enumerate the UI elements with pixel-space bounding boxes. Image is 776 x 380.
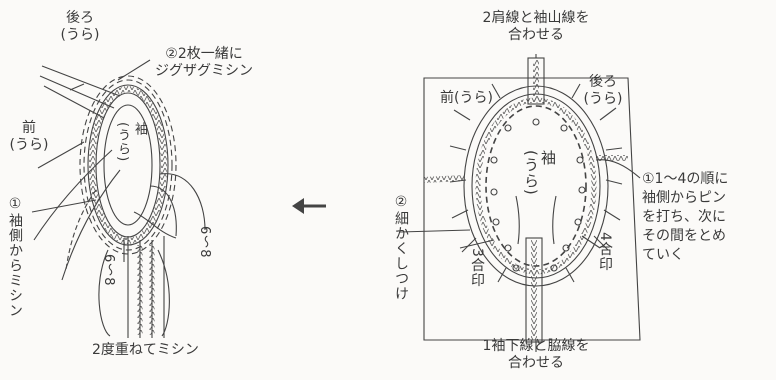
right-back-label: 後ろ (うら): [583, 74, 623, 107]
underarm-seam-strip: [525, 237, 543, 343]
left-allowance-right: 6〜8: [197, 226, 212, 259]
left-stitch-line: [83, 79, 173, 251]
left-double-stitch-label: 2度重ねてミシン: [92, 342, 199, 358]
left-sleeve-outer: [87, 84, 169, 246]
pin-heads: [490, 118, 586, 272]
pins: [449, 83, 623, 283]
bodice-outline: [423, 77, 641, 341]
right-basting-note: ②細かくしつけ: [393, 194, 409, 301]
right-front-label: 前(うら): [440, 90, 493, 106]
back-bodice-edge: [41, 65, 121, 97]
basting-line: [485, 105, 587, 267]
right-top-note: 2肩線と袖山線を 合わせる: [482, 10, 590, 43]
left-sleeve-label: 袖(うら): [115, 122, 147, 163]
left-zigzag-label: ②2枚一緒に ジグザグミシン: [155, 46, 253, 79]
right-mark4: 4合印: [597, 232, 613, 272]
left-front-label: 前 (うら): [9, 120, 49, 153]
right-sleeve-diagram: [399, 54, 641, 352]
right-pin-note: ①1〜4の順に 袖側からピン を打ち、次に その間をとめ ていく: [642, 171, 729, 263]
left-back-label: 後ろ (うら): [60, 10, 100, 43]
right-sleeve-outer: [463, 85, 609, 287]
right-sleeve-label: 袖(うら): [522, 150, 557, 196]
left-allowance-left: 6〜8: [101, 254, 116, 287]
left-sleeve-side-stitch-label: ①袖側からミシン: [7, 196, 23, 318]
right-bottom-note: 1袖下線と脇線を 合わせる: [482, 338, 590, 371]
right-mark3: 3合印: [469, 248, 485, 288]
direction-arrow: [292, 198, 326, 214]
left-sleeve-diagram: [31, 59, 206, 338]
